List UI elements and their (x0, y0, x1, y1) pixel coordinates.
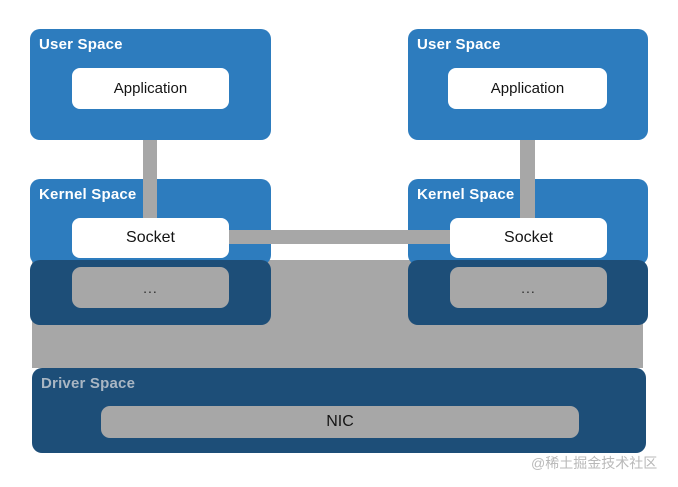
application-box-right: Application (448, 68, 607, 109)
queue-box-right: ... (450, 267, 607, 308)
kernel-space-label-left: Kernel Space (39, 186, 137, 203)
socket-box-left: Socket (72, 218, 229, 258)
queue-box-left: ... (72, 267, 229, 308)
connector-application-socket-left (143, 140, 157, 219)
queue-label-right: ... (521, 279, 536, 296)
nic-label: NIC (326, 413, 354, 430)
queue-label-left: ... (143, 279, 158, 296)
driver-space-label: Driver Space (41, 375, 136, 392)
socket-label-right: Socket (504, 229, 553, 246)
connector-socket-socket (226, 230, 452, 244)
watermark-text: @稀土掘金技术社区 (531, 455, 658, 471)
nic-box: NIC (101, 406, 579, 438)
kernel-space-label-right: Kernel Space (417, 186, 515, 203)
connector-application-socket-right (520, 140, 535, 219)
application-box-left: Application (72, 68, 229, 109)
socket-box-right: Socket (450, 218, 607, 258)
user-space-label-right: User Space (417, 36, 501, 53)
application-label-left: Application (113, 80, 188, 97)
socket-label-left: Socket (126, 229, 175, 246)
user-space-label-left: User Space (39, 36, 123, 53)
application-label-right: Application (490, 80, 565, 97)
